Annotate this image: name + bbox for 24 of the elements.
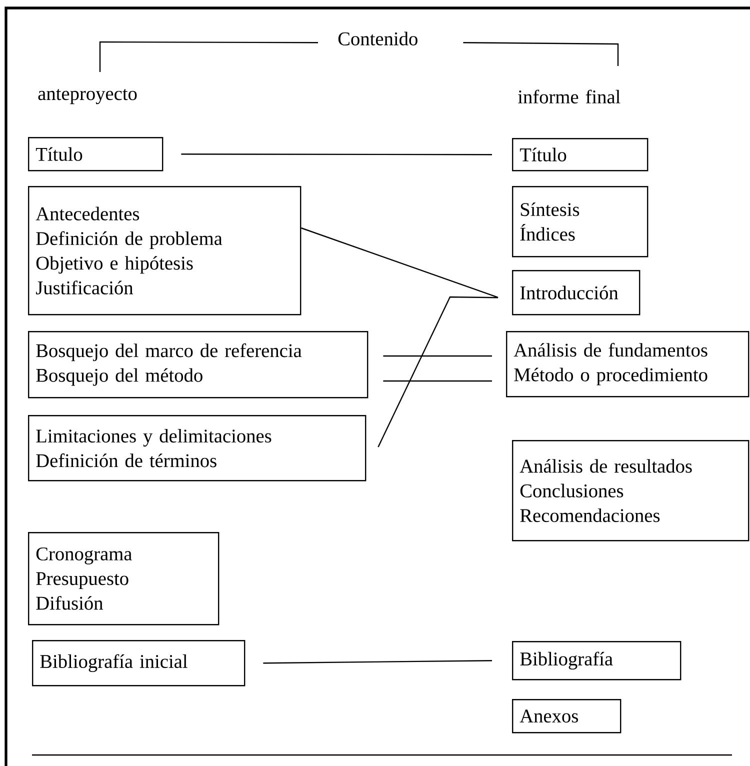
column-heading: informe final	[518, 90, 620, 104]
connector-line	[263, 660, 492, 664]
section-box: Antecedentes Definición de problema Objetivo e hipótesis Justificación	[28, 186, 302, 316]
bracket-line	[99, 41, 318, 72]
bracket-line	[463, 42, 619, 66]
section-box: Cronograma Presupuesto Difusión	[28, 532, 220, 626]
section-box: Título	[28, 137, 164, 172]
section-box: Bosquejo del marco de referencia Bosquejo del método	[28, 331, 368, 398]
heading-text: Contenido	[338, 32, 418, 46]
column-heading: anteproyecto	[38, 89, 137, 104]
section-box: Introducción	[512, 270, 640, 316]
connector-line	[378, 296, 498, 448]
section-box: Bibliografía	[512, 641, 682, 680]
connector-line	[181, 154, 492, 156]
connector-line	[383, 355, 492, 357]
section-box: Bibliografía inicial	[32, 640, 246, 686]
connector-line	[301, 227, 498, 298]
section-box: Título	[512, 138, 648, 172]
section-box: Anexos	[512, 699, 622, 734]
section-box: Análisis de resultados Conclusiones Recomendaciones	[512, 440, 750, 542]
section-box: Síntesis Índices	[512, 186, 648, 258]
section-box: Análisis de fundamentos Método o procedimiento	[506, 331, 750, 398]
section-box: Limitaciones y delimitaciones Definición de términos	[28, 415, 366, 482]
connector-line	[383, 380, 492, 382]
